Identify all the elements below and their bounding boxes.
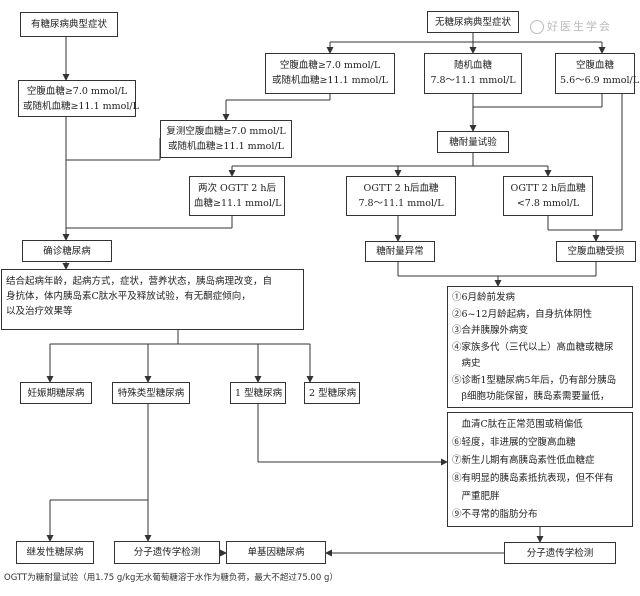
- node-criteria-b: 血清C肽在正常范围或稍偏低 ⑥轻度，非进展的空腹高血糖 ⑦新生儿期有高胰岛素性低…: [447, 412, 633, 527]
- node-gestational: 妊娠期糖尿病: [20, 382, 92, 404]
- node-impaired-tolerance: 糖耐量异常: [365, 241, 435, 262]
- node-fasting-glucose: 空腹血糖 5.6～6.9 mmol/L: [555, 53, 639, 94]
- node-molecular-genetic-left: 分子遗传学检测: [114, 541, 220, 564]
- node-monogenic: 单基因糖尿病: [226, 541, 326, 564]
- node-ogtt-mid: OGTT 2 h后血糖 7.8～11.1 mmol/L: [346, 176, 456, 216]
- node-left-glucose: 空腹血糖≥7.0 mmol/L 或随机血糖≥11.1 mmol/L: [18, 80, 139, 117]
- node-type1: 1 型糖尿病: [230, 382, 286, 404]
- node-fasting-or-random: 空腹血糖≥7.0 mmol/L 或随机血糖≥11.1 mmol/L: [265, 53, 395, 94]
- node-glucose-tolerance-test: 糖耐量试验: [437, 131, 509, 153]
- node-impaired-fasting: 空腹血糖受损: [556, 241, 636, 262]
- node-type2: 2 型糖尿病: [304, 382, 360, 404]
- node-combined-assessment: 结合起病年龄，起病方式，症状，营养状态，胰岛病理改变，自 身抗体，体内胰岛素C肽…: [1, 269, 304, 330]
- node-no-typical-symptoms: 无糖尿病典型症状: [427, 11, 519, 33]
- node-random-glucose: 随机血糖 7.8～11.1 mmol/L: [424, 53, 522, 94]
- node-criteria-a: ①6月龄前发病 ②6~12月龄起病，自身抗体阴性 ③合并胰腺外病变 ④家族多代（…: [447, 286, 633, 408]
- node-diagnosed: 确诊糖尿病: [22, 240, 112, 262]
- node-retest-fasting: 复测空腹血糖≥7.0 mmol/L 或随机血糖≥11.1 mmol/L: [160, 120, 292, 158]
- node-typical-symptoms: 有糖尿病典型症状: [20, 12, 118, 37]
- node-special-type: 特殊类型糖尿病: [112, 382, 190, 404]
- node-ogtt-low: OGTT 2 h后血糖 <7.8 mmol/L: [503, 176, 593, 216]
- footnote: OGTT为糖耐量试验（用1.75 g/kg无水葡萄糖溶于水作为糖负荷，最大不超过…: [4, 573, 338, 583]
- node-ogtt-twice: 两次 OGTT 2 h后 血糖≥11.1 mmol/L: [189, 176, 285, 216]
- watermark: 好医生学会: [530, 18, 612, 34]
- node-molecular-genetic-right: 分子遗传学检测: [504, 542, 616, 564]
- node-secondary: 继发性糖尿病: [16, 541, 94, 564]
- watermark-logo-icon: [530, 20, 544, 34]
